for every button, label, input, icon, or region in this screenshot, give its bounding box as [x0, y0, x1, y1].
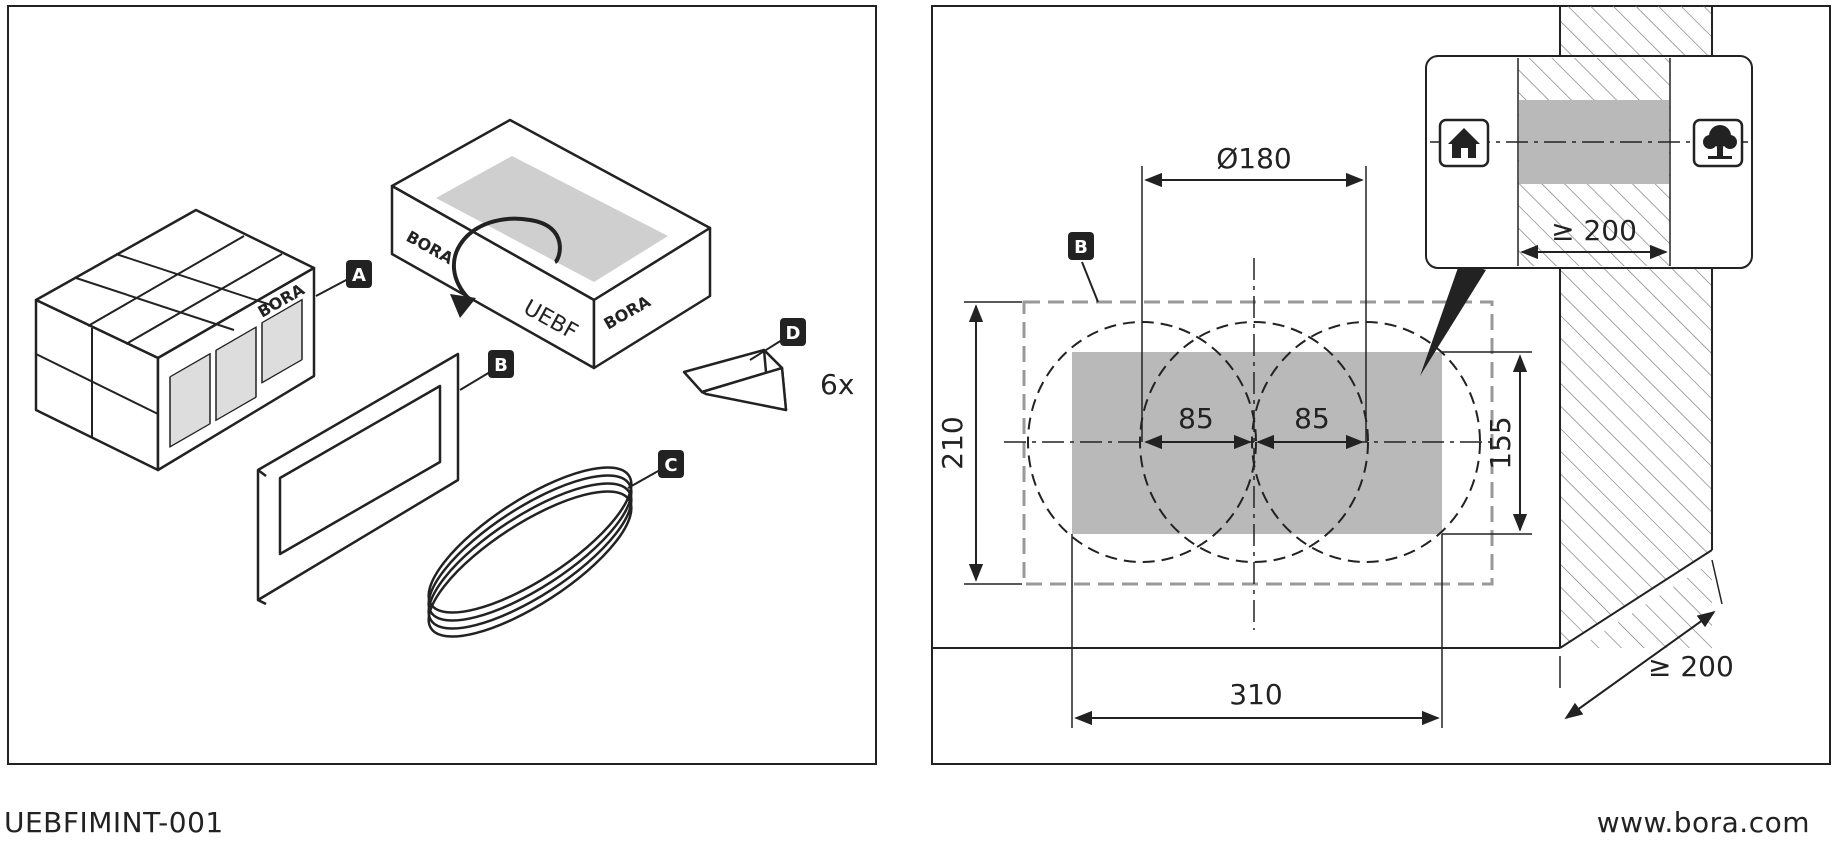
dim-height-outer: 210: [936, 416, 969, 469]
part-d-wedge: [682, 348, 788, 412]
callout-c-badge: [658, 450, 684, 478]
callout-b-label: B: [494, 355, 508, 376]
dim-width: 310: [1229, 678, 1282, 711]
dim-height-inner: 155: [1484, 416, 1517, 469]
wall-detail-box: ≥ 200: [1425, 55, 1753, 269]
part-a-wall-sleeve: [34, 208, 316, 472]
dim-wall-min-detail: ≥ 200: [1551, 214, 1637, 247]
wall-cutout-area: [1072, 352, 1442, 534]
dim-diameter: Ø180: [1216, 142, 1291, 175]
callout-d-label: D: [786, 323, 801, 344]
part-b-frame: [256, 352, 460, 606]
callout-b-install-label: B: [1074, 237, 1088, 258]
packaging-box: [390, 118, 712, 370]
callout-b-badge: [488, 350, 514, 378]
dim-offset-right: 85: [1294, 402, 1330, 435]
callout-a-badge: [346, 260, 372, 288]
callout-c-label: C: [664, 455, 677, 476]
house-icon: [1438, 118, 1490, 168]
website-link[interactable]: www.bora.com: [1596, 806, 1810, 839]
detail-pointer: [1420, 262, 1486, 376]
center-lines: [1004, 258, 1500, 630]
tree-icon: [1692, 118, 1744, 168]
installation-dimensions-panel: ≥ 200 B Ø180 85 85: [931, 5, 1831, 765]
callout-b-install-badge: [1068, 232, 1094, 260]
dim-offset-left: 85: [1178, 402, 1214, 435]
scope-of-delivery-panel: BORA A BORA BORA UEBF B: [7, 5, 877, 765]
part-d-quantity: 6x: [820, 368, 854, 401]
callout-a-label: A: [352, 265, 366, 286]
frame-outline: [1022, 300, 1494, 586]
dim-wall-min: ≥ 200: [1648, 650, 1734, 683]
callout-d-badge: [780, 318, 806, 346]
part-c-seal-ring: [427, 466, 633, 638]
document-code: UEBFIMINT-001: [4, 806, 224, 839]
